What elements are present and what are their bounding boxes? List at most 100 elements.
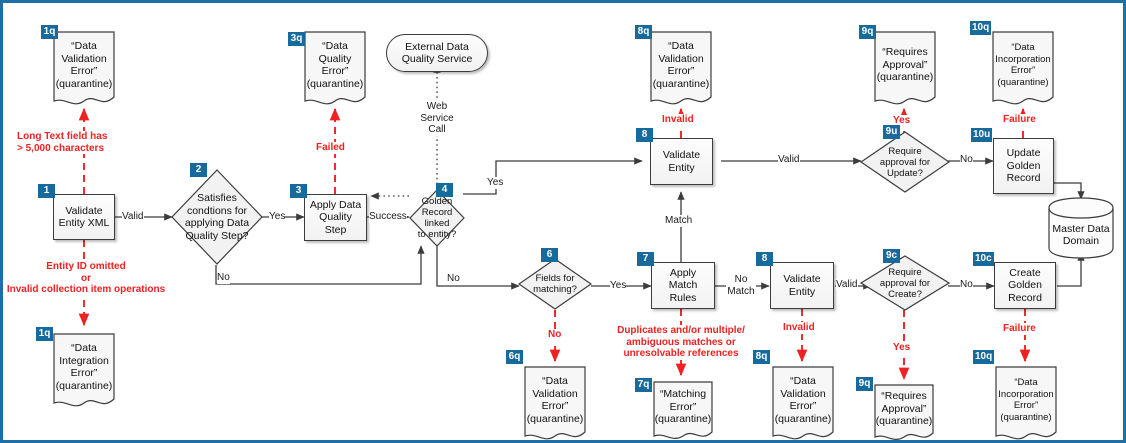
edge-label-valid-8u: Valid: [778, 154, 800, 166]
badge-9c: 9c: [883, 249, 900, 263]
edge-label-failure-10u: Failure: [1003, 114, 1036, 126]
document-shape: [53, 31, 115, 105]
document-shape: [992, 31, 1054, 105]
edge-label-valid-1: Valid: [122, 211, 144, 223]
edge-label-long-text: Long Text field has> 5,000 characters: [17, 131, 152, 154]
document-shape: [650, 31, 712, 105]
document-shape: [304, 31, 366, 105]
edge-label-yes-2: Yes: [269, 211, 286, 223]
document-shape: [653, 381, 713, 439]
badge-7: 7: [637, 252, 654, 266]
document-shape: [874, 384, 934, 440]
decision-shape: [860, 255, 950, 311]
document-shape: [874, 31, 936, 105]
badge-4: 4: [436, 183, 453, 197]
decision-shape: [860, 131, 950, 193]
badge-10c: 10c: [973, 252, 994, 266]
edge-label-yes-9u: Yes: [893, 115, 911, 127]
badge-8q-lower: 8q: [753, 350, 770, 364]
badge-6: 6: [541, 248, 558, 262]
edge-label-yes-9c: Yes: [893, 342, 911, 354]
cylinder-shape: [1048, 197, 1114, 259]
document-shape: [53, 333, 115, 407]
edge-label-no-9u: No: [960, 154, 973, 166]
badge-10q-lower: 10q: [973, 350, 995, 364]
edge-label-no-2: No: [217, 272, 230, 284]
edge-label-failure-10c: Failure: [1003, 323, 1036, 335]
document-shape: [524, 366, 586, 440]
edge-label-no-9c: No: [960, 279, 973, 291]
badge-1: 1: [38, 184, 55, 198]
edge-label-no-6: No: [548, 329, 562, 341]
decision-shape: [518, 258, 592, 310]
badge-10q-upper: 10q: [970, 21, 992, 35]
edge-label-no-4: No: [447, 273, 460, 285]
badge-9q-upper: 9q: [859, 25, 876, 39]
badge-1q-integration: 1q: [36, 327, 53, 341]
badge-8-update: 8: [636, 128, 653, 142]
badge-10u: 10u: [971, 128, 993, 142]
edge-label-invalid-8c: Invalid: [783, 322, 815, 334]
badge-1q: 1q: [41, 25, 58, 39]
edge-label-yes-4: Yes: [487, 177, 504, 189]
edge-label-duplicates: Duplicates and/or multiple/ambiguous mat…: [587, 325, 775, 360]
document-shape: [995, 366, 1057, 440]
badge-9q-lower: 9q: [856, 377, 873, 391]
edge-label-success: Success: [369, 211, 407, 223]
badge-6q: 6q: [506, 350, 523, 364]
edge-label-failed: Failed: [316, 142, 345, 154]
decision-shape: [171, 169, 263, 265]
edge-label-invalid-8u: Invalid: [662, 114, 694, 126]
badge-8-create: 8: [756, 252, 773, 266]
